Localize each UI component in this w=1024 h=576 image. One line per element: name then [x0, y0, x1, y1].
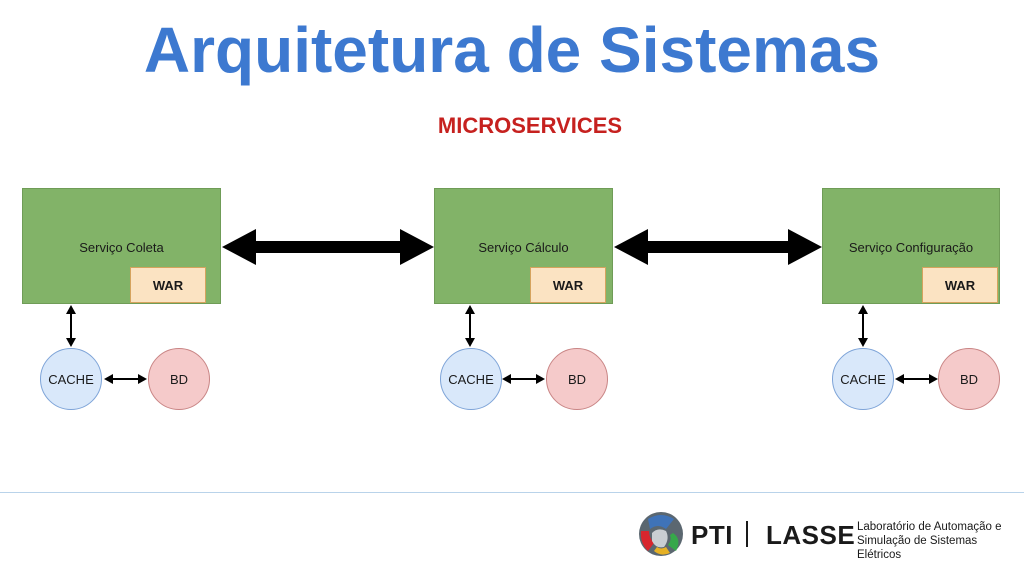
service-configuracao-box: Serviço Configuração WAR [822, 188, 1000, 304]
lab-description-line1: Laboratório de Automação e [857, 521, 1002, 533]
cache-bd-arrow-2 [502, 374, 545, 384]
lab-description-line2: Simulação de Sistemas Elétricos [857, 535, 978, 561]
lab-description: Laboratório de Automação e Simulação de … [857, 520, 1024, 562]
service-label: Serviço Cálculo [478, 240, 569, 255]
war-box: WAR [130, 267, 206, 303]
service-cache-arrow-3 [858, 305, 868, 347]
cache-node: CACHE [832, 348, 894, 410]
db-node: BD [938, 348, 1000, 410]
logo-separator [746, 521, 748, 547]
footer-divider [0, 492, 1024, 493]
cache-bd-arrow-1 [104, 374, 147, 384]
cache-bd-arrow-3 [895, 374, 938, 384]
db-node: BD [546, 348, 608, 410]
lasse-logo-text: LASSE [766, 520, 856, 550]
service-link-arrow-2 [614, 229, 822, 265]
service-label: Serviço Coleta [79, 240, 164, 255]
service-cache-arrow-2 [465, 305, 475, 347]
cache-node: CACHE [440, 348, 502, 410]
war-box: WAR [922, 267, 998, 303]
war-box: WAR [530, 267, 606, 303]
service-coleta-box: Serviço Coleta WAR [22, 188, 221, 304]
service-cache-arrow-1 [66, 305, 76, 347]
service-label: Serviço Configuração [848, 240, 974, 255]
db-node: BD [148, 348, 210, 410]
service-calculo-box: Serviço Cálculo WAR [434, 188, 613, 304]
pti-logo-text: PTI [691, 520, 733, 550]
cache-node: CACHE [40, 348, 102, 410]
service-link-arrow-1 [222, 229, 434, 265]
slide-subtitle: MICROSERVICES [437, 113, 623, 138]
pti-globe-logo-icon [639, 512, 683, 556]
slide-title: Arquitetura de Sistemas [143, 14, 881, 86]
